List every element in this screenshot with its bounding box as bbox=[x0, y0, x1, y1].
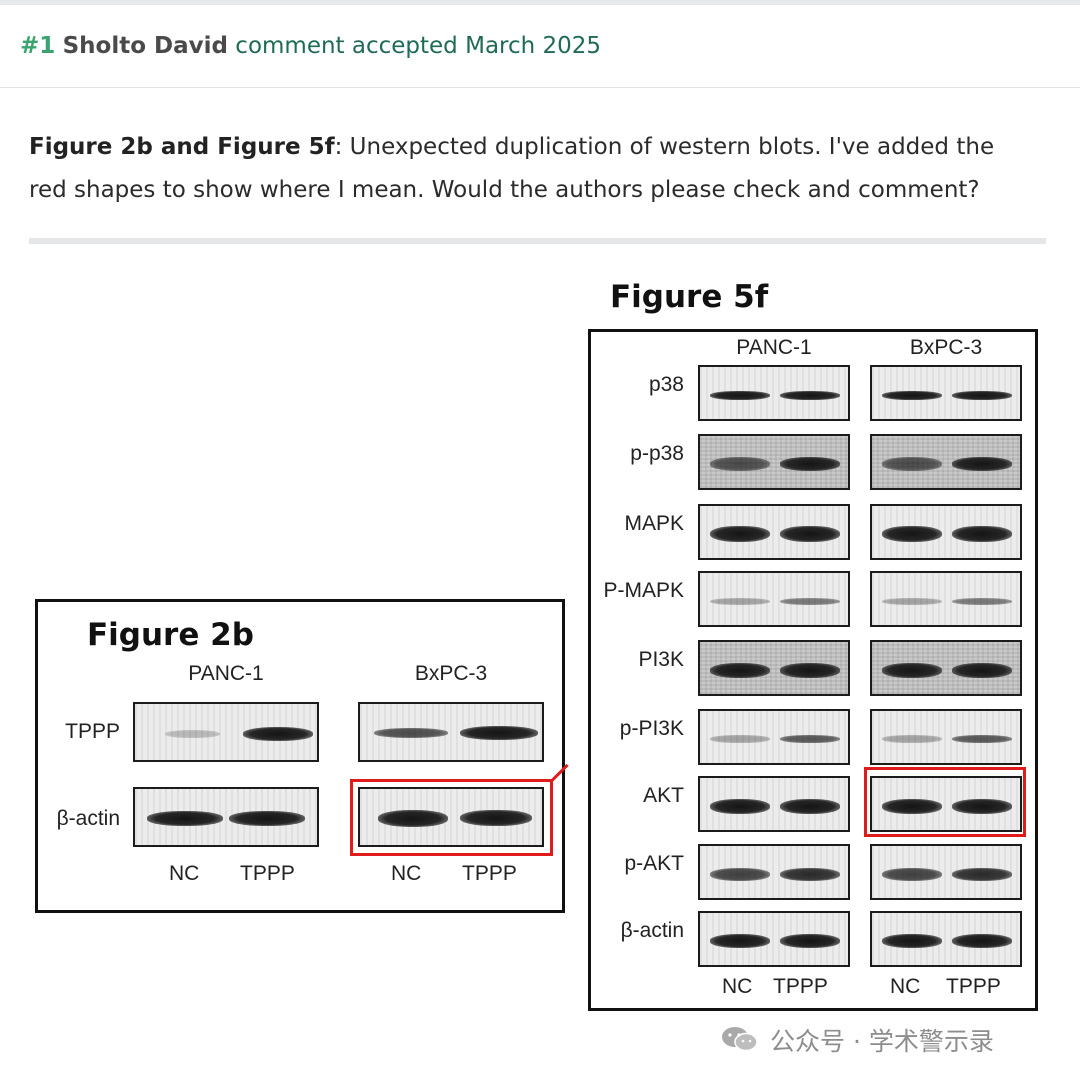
western-blot-band bbox=[780, 526, 840, 542]
western-blot-band bbox=[780, 597, 840, 605]
western-blot-band bbox=[710, 526, 770, 542]
fig2b-group-panc1: PANC-1 bbox=[188, 662, 264, 685]
fig5f-row-p38: p38 bbox=[648, 373, 684, 396]
fig5f-lane-tppp-2: TPPP bbox=[946, 975, 1001, 998]
fig5f-blot-pi3k-panc1 bbox=[698, 640, 850, 696]
fig5f-blot--actin-bxpc3 bbox=[870, 911, 1022, 967]
fig5f-row-p-akt: p-AKT bbox=[624, 852, 684, 875]
fig2b-lane-nc-1: NC bbox=[169, 862, 200, 885]
figure-5f-title: Figure 5f bbox=[610, 279, 769, 315]
header-divider bbox=[0, 87, 1080, 88]
western-blot-band bbox=[710, 867, 770, 881]
western-blot-band bbox=[882, 457, 942, 471]
fig2b-row-tppp: TPPP bbox=[65, 720, 120, 743]
western-blot-band bbox=[882, 597, 942, 605]
western-blot-band bbox=[952, 735, 1012, 743]
fig5f-blot-p-mapk-bxpc3 bbox=[870, 571, 1022, 627]
western-blot-band bbox=[882, 735, 942, 743]
comment-header: #1 Sholto David comment accepted March 2… bbox=[20, 31, 601, 61]
fig5f-blot-pi3k-bxpc3 bbox=[870, 640, 1022, 696]
comment-body: Figure 2b and Figure 5f: Unexpected dupl… bbox=[29, 126, 1029, 212]
fig5f-blot--actin-panc1 bbox=[698, 911, 850, 967]
fig2b-lane-tppp-2: TPPP bbox=[462, 862, 517, 885]
comment-text: : Unexpected duplication of western blot… bbox=[29, 134, 995, 203]
fig5f-blot-p38-panc1 bbox=[698, 365, 850, 421]
western-blot-band bbox=[882, 867, 942, 881]
western-blot-band bbox=[780, 798, 840, 814]
western-blot-band bbox=[882, 390, 942, 400]
western-blot-band bbox=[780, 457, 840, 471]
western-blot-band bbox=[780, 662, 840, 678]
body-divider bbox=[29, 238, 1046, 244]
western-blot-band bbox=[710, 735, 770, 743]
western-blot-band bbox=[952, 867, 1012, 881]
western-blot-band bbox=[710, 662, 770, 678]
fig5f-lane-nc-2: NC bbox=[890, 975, 921, 998]
western-blot-band bbox=[780, 867, 840, 881]
western-blot-band bbox=[952, 390, 1012, 400]
fig5f-group-panc1: PANC-1 bbox=[736, 336, 812, 359]
western-blot-band bbox=[710, 597, 770, 605]
fig2b-blot-actin-bxpc3 bbox=[358, 787, 544, 847]
western-blot-band bbox=[710, 457, 770, 471]
fig2b-lane-tppp-1: TPPP bbox=[240, 862, 295, 885]
western-blot-band bbox=[952, 798, 1012, 814]
fig5f-duplication-highlight bbox=[864, 767, 1026, 837]
western-blot-band bbox=[882, 934, 942, 948]
fig2b-duplication-highlight bbox=[350, 779, 553, 856]
top-border bbox=[0, 0, 1080, 5]
fig2b-group-bxpc3: BxPC-3 bbox=[414, 662, 488, 685]
fig5f-blot-akt-bxpc3 bbox=[870, 776, 1022, 832]
fig5f-row-p-pi3k: p-PI3K bbox=[619, 717, 684, 740]
fig5f-row-pi3k: PI3K bbox=[638, 648, 684, 671]
fig5f-row--actin: β-actin bbox=[620, 919, 684, 942]
fig5f-blot-p-akt-bxpc3 bbox=[870, 844, 1022, 900]
fig5f-lane-nc-1: NC bbox=[722, 975, 753, 998]
western-blot-band bbox=[710, 390, 770, 400]
comment-author[interactable]: Sholto David bbox=[62, 33, 228, 59]
fig5f-row-akt: AKT bbox=[643, 784, 684, 807]
western-blot-band bbox=[952, 934, 1012, 948]
western-blot-band bbox=[882, 798, 942, 814]
fig2b-lane-nc-2: NC bbox=[391, 862, 422, 885]
western-blot-band bbox=[780, 390, 840, 400]
fig5f-row-p-mapk: P-MAPK bbox=[603, 579, 684, 602]
fig5f-blot-p-p38-panc1 bbox=[698, 434, 850, 490]
fig5f-blot-p-pi3k-panc1 bbox=[698, 709, 850, 765]
western-blot-band bbox=[710, 934, 770, 948]
fig5f-blot-p-mapk-panc1 bbox=[698, 571, 850, 627]
western-blot-band bbox=[780, 735, 840, 743]
western-blot-band bbox=[952, 662, 1012, 678]
western-blot-band bbox=[952, 597, 1012, 605]
fig5f-blot-akt-panc1 bbox=[698, 776, 850, 832]
western-blot-band bbox=[780, 934, 840, 948]
figure-2b-title: Figure 2b bbox=[87, 617, 254, 653]
comment-status: comment accepted March 2025 bbox=[235, 33, 602, 59]
fig5f-group-bxpc3: BxPC-3 bbox=[909, 336, 983, 359]
fig5f-blot-p-pi3k-bxpc3 bbox=[870, 709, 1022, 765]
fig2b-row-actin: β-actin bbox=[56, 807, 120, 830]
western-blot-band bbox=[952, 526, 1012, 542]
fig5f-lane-tppp-1: TPPP bbox=[773, 975, 828, 998]
western-blot-band bbox=[710, 798, 770, 814]
fig2b-blot-actin-panc1 bbox=[133, 787, 319, 847]
western-blot-band bbox=[882, 662, 942, 678]
fig5f-blot-mapk-panc1 bbox=[698, 504, 850, 560]
fig2b-blot-tppp-bxpc3 bbox=[358, 702, 544, 762]
comment-lead: Figure 2b and Figure 5f bbox=[29, 134, 335, 160]
western-blot-band bbox=[952, 457, 1012, 471]
comment-number[interactable]: #1 bbox=[20, 33, 56, 59]
fig5f-row-p-p38: p-p38 bbox=[630, 442, 684, 465]
watermark: 公众号 · 学术警示录 bbox=[770, 1027, 994, 1056]
fig5f-blot-mapk-bxpc3 bbox=[870, 504, 1022, 560]
wechat-icon bbox=[722, 1027, 758, 1052]
fig2b-blot-tppp-panc1 bbox=[133, 702, 319, 762]
fig5f-blot-p38-bxpc3 bbox=[870, 365, 1022, 421]
western-blot-band bbox=[882, 526, 942, 542]
fig5f-blot-p-akt-panc1 bbox=[698, 844, 850, 900]
fig5f-row-mapk: MAPK bbox=[624, 512, 684, 535]
fig5f-blot-p-p38-bxpc3 bbox=[870, 434, 1022, 490]
